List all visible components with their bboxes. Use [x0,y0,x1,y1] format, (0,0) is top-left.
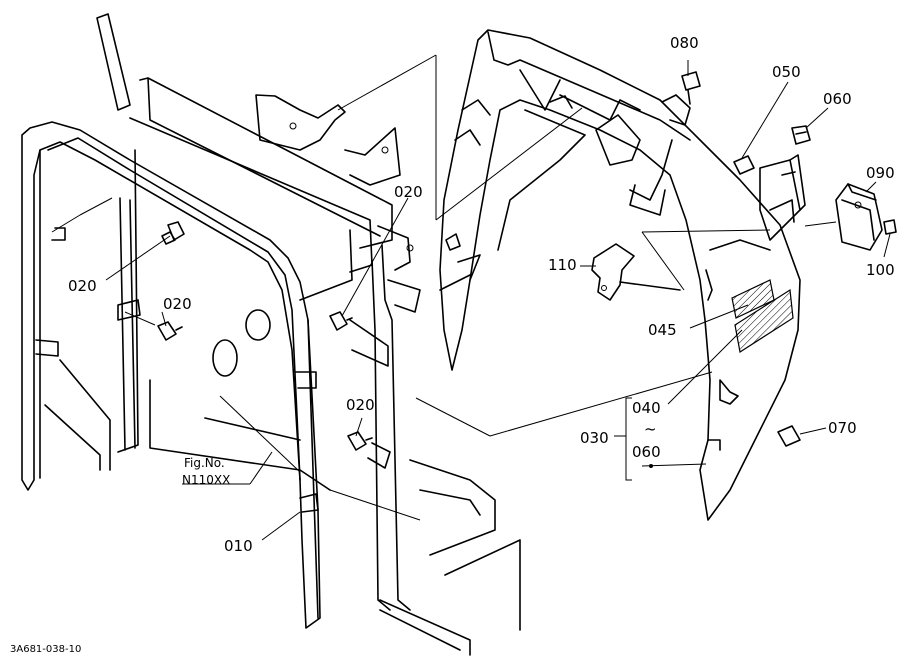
callout-110: 110 [548,256,577,274]
callout-020-b: 020 [163,295,192,313]
nut-060 [791,125,811,145]
fig-ref-number: N110XX [182,473,230,487]
callout-100: 100 [866,261,895,279]
bolt-020-c [329,311,353,331]
group-bracket-030 [614,397,653,481]
drawing-code: 3A681-038-10 [10,644,81,655]
callout-060: 060 [823,90,852,108]
callout-tilde: ~ [644,420,657,438]
decal-045 [731,279,794,353]
rear-frame-structure [44,13,521,656]
callout-010: 010 [224,537,253,555]
leader-lines [105,54,891,541]
lamp-090 [835,183,883,251]
callout-045: 045 [648,321,677,339]
callout-040: 040 [632,399,661,417]
grille-frame-010 [21,121,321,629]
hood-side-panel [439,29,801,521]
callout-090: 090 [866,164,895,182]
clip-050 [733,155,755,175]
screw-070 [777,425,801,447]
callout-020-c: 020 [394,183,423,201]
callout-020-d: 020 [346,396,375,414]
bolt-020-a [161,221,185,245]
callout-080: 080 [670,34,699,52]
callout-020-a: 020 [68,277,97,295]
bolt-020-b [157,321,183,341]
screw-100 [883,219,897,235]
callout-030: 030 [580,429,609,447]
callout-060-range: 060 [632,443,661,461]
lamp-bracket [759,154,806,241]
bolt-020-d [347,431,373,451]
bracket-110 [591,243,681,301]
guide-lines [51,197,421,521]
fig-ref-label: Fig.No. [184,456,225,470]
callout-050: 050 [772,63,801,81]
bolt-080 [681,71,701,105]
callout-070: 070 [828,419,857,437]
